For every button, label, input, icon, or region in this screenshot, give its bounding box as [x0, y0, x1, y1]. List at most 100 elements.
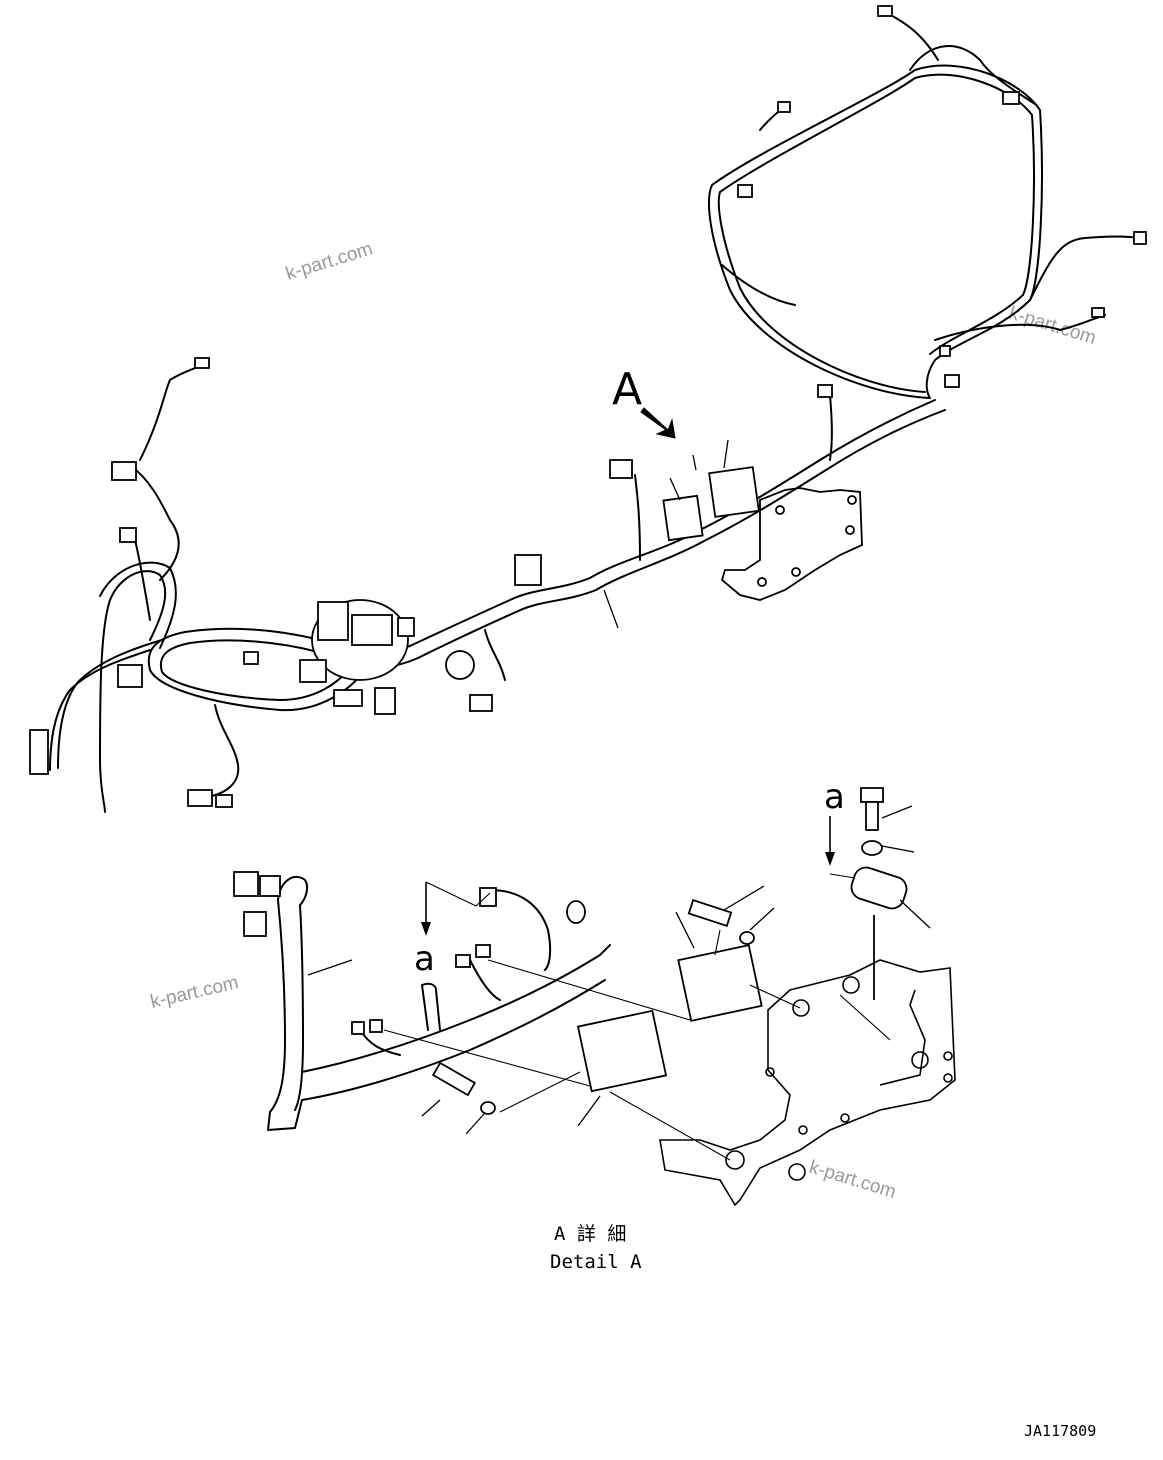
detail-plate-outline [659, 959, 956, 1207]
detail-plate-boss-3 [911, 1051, 929, 1069]
leader-relay-left [669, 477, 681, 501]
detail-plate-boss-2 [792, 999, 810, 1017]
right-lower-branch-wire [934, 314, 1106, 341]
cluster-clamp [397, 617, 415, 637]
guide-relay-upper-terminal [487, 959, 691, 1021]
detail-plate-boss-4 [725, 1150, 745, 1170]
detail-sub-wire-c [489, 889, 552, 971]
leader-relay-right [723, 439, 729, 469]
cluster-bottom-clamp [333, 689, 363, 707]
far-left-harness-a [49, 649, 151, 771]
main-harness-assembly [49, 11, 1141, 813]
vertical-drop-wire [829, 394, 833, 461]
detail-harness-end [267, 1099, 303, 1131]
connector-bracket [514, 554, 542, 586]
guide-a-left-bracket [425, 881, 491, 907]
connector-lower-left [187, 789, 213, 807]
main-trunk-harness-bottom [417, 409, 946, 659]
detail-harness-top-bend [277, 875, 309, 906]
guide-a-right-line [829, 873, 856, 879]
solenoid-bolt-shank [865, 801, 879, 831]
connector-top [877, 5, 893, 17]
detail-plate-hole-4 [798, 1125, 808, 1135]
connector-right-mid [944, 374, 960, 388]
leader-solenoid-bolt [881, 805, 913, 819]
watermark-bottom-right: k-part.com [807, 1157, 899, 1203]
detail-relays [431, 899, 763, 1115]
guide-upper-bolt [714, 929, 721, 956]
detail-sub-wire-b [469, 959, 501, 1001]
far-left-harness-b [57, 639, 163, 769]
middle-drop-wire [721, 264, 796, 306]
detail-plate-boss-5 [788, 1163, 806, 1181]
watermark-top-left: k-part.com [283, 238, 375, 284]
upper-leader-lines [603, 439, 729, 629]
upper-branch-wire-top [909, 45, 1036, 105]
cluster-block-b [351, 614, 393, 646]
guide-relay-upper-plate [749, 984, 801, 1009]
detail-connectors [233, 871, 586, 1035]
detail-washer-upper [739, 931, 755, 945]
relay-upper-left [662, 494, 704, 542]
connector-left-loop [737, 184, 753, 198]
upper-loop-harness-inner [717, 73, 1035, 393]
detail-harness-vertical-right [294, 904, 304, 1111]
view-a-letter: A [612, 364, 642, 415]
leader-detail-harness [307, 959, 353, 976]
cluster-block-a [317, 601, 349, 641]
main-trunk-harness-top [411, 399, 936, 646]
plate-hole-3 [845, 525, 855, 535]
detail-washer-lower [480, 1101, 496, 1115]
detail-guide-lines [383, 873, 891, 1161]
detail-mounting-plate [659, 959, 956, 1207]
detail-plate-hole-5 [840, 1113, 850, 1123]
connector-left-top-b [111, 461, 137, 481]
plate-hole-5 [757, 577, 767, 587]
solenoid-bolt-head [860, 787, 884, 803]
connector-far-left [29, 729, 49, 775]
detail-a-right-letter: a [824, 777, 845, 817]
leader-solenoid-washer [881, 845, 915, 853]
plate-hole-2 [847, 495, 857, 505]
detail-harness-vertical-left [269, 899, 286, 1113]
plate-hole-1 [775, 505, 785, 515]
guide-relay-lower-plate [609, 1091, 731, 1161]
detail-connector-top-a [233, 871, 259, 897]
upper-connectors [29, 5, 1147, 808]
guide-bolt-lower [499, 1071, 581, 1113]
mounting-plate-upper [720, 487, 863, 601]
guide-plate-boss [839, 994, 891, 1041]
right-branch-wire [1029, 235, 1141, 301]
detail-connector-top-b [259, 875, 281, 897]
bracket-drop-wire [484, 629, 506, 681]
connector-left-pair [117, 664, 143, 688]
leader-solenoid-body [899, 899, 931, 929]
detail-a-left-letter: a [414, 939, 435, 979]
solenoid-body [850, 866, 908, 910]
detail-connector-mid [243, 911, 267, 937]
detail-harness-bottom [301, 979, 606, 1101]
left-up-harness-a [99, 570, 167, 813]
leader-upper-bolt [723, 885, 765, 911]
leader-lower-bolt [421, 1099, 441, 1117]
detail-vertical-stub [421, 982, 441, 1031]
connector-lower-left-b [215, 794, 233, 808]
watermark-middle-left: k-part.com [148, 972, 240, 1013]
leader-trunk [603, 589, 619, 629]
plate-hole-4 [791, 567, 801, 577]
leader-lower-washer [465, 1113, 485, 1135]
detail-plate-boss-1 [842, 976, 860, 994]
upper-loop-harness-outer [708, 64, 1043, 399]
upper-relay-assembly [662, 466, 863, 601]
connector-upper-left [777, 101, 791, 113]
detail-bolt-lower [431, 1061, 477, 1097]
detail-a-indicators: a a [414, 777, 845, 979]
leader-upper-washer [749, 907, 775, 931]
connector-center-drop [609, 459, 633, 479]
upper-branch-wire-hook [884, 11, 939, 61]
detail-bolt-upper [687, 899, 733, 927]
guide-relay-lower-terminal [383, 1029, 591, 1087]
detail-terminal-d [369, 1019, 383, 1033]
detail-caption-english: Detail A [550, 1251, 642, 1273]
